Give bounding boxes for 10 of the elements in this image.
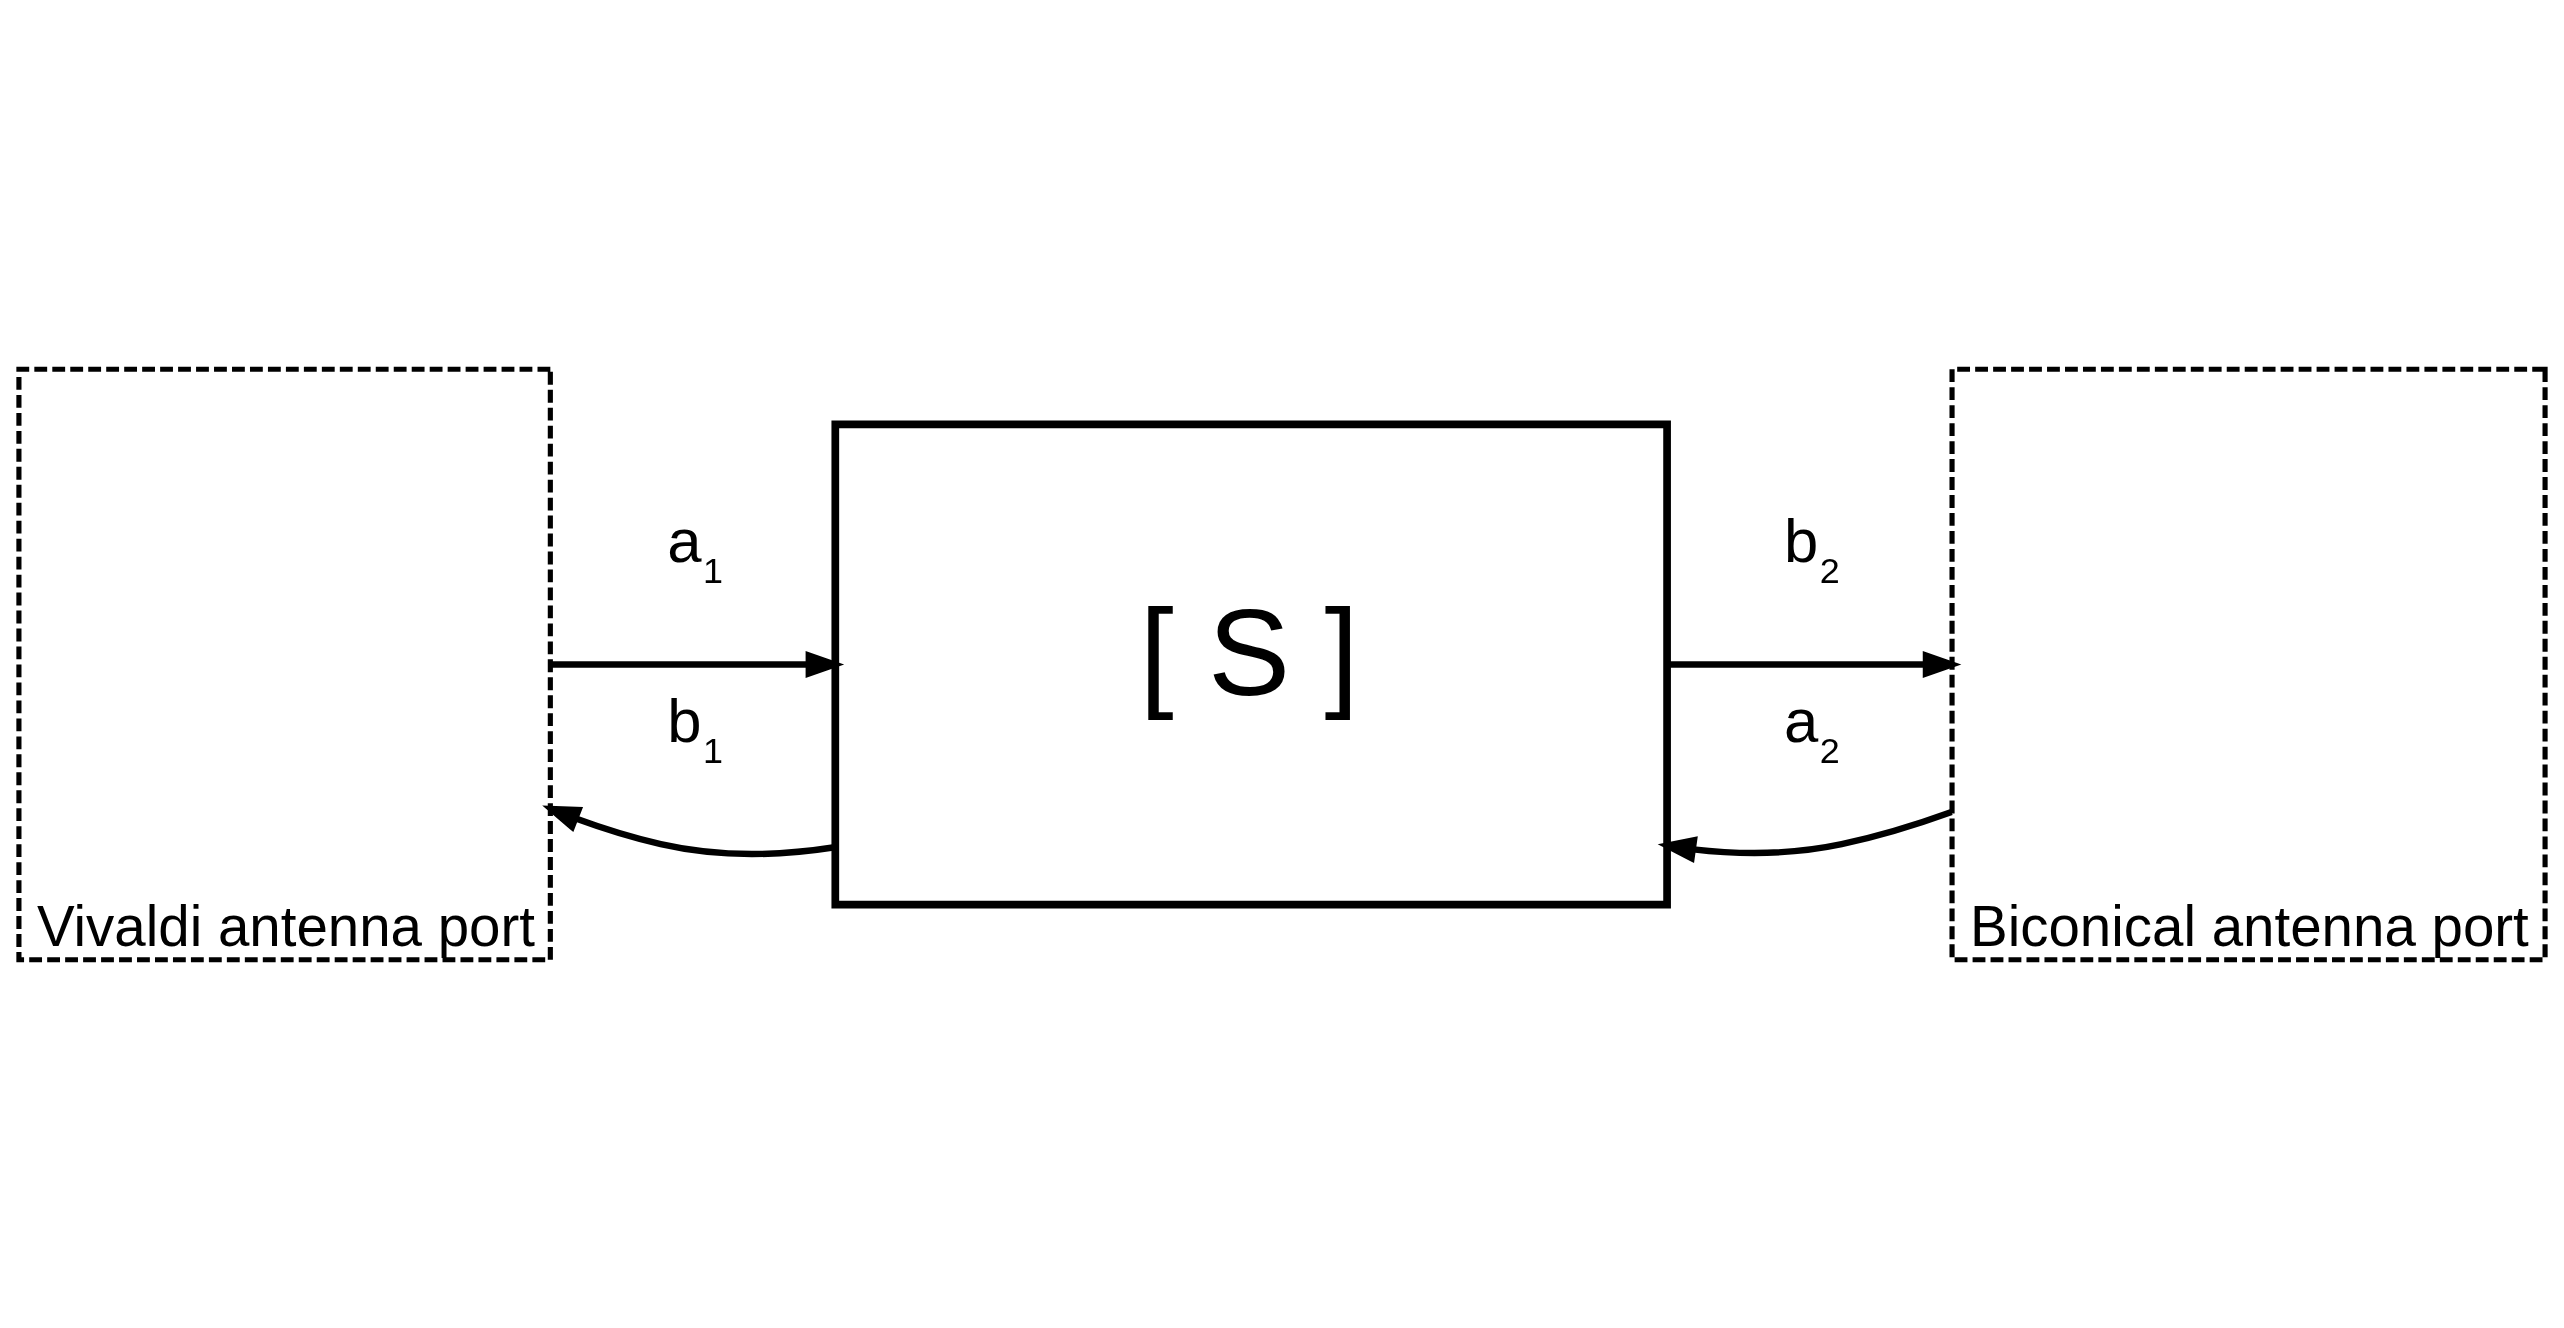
edge-label: b$_{1}$ [667, 685, 724, 771]
arrow [1657, 808, 1953, 863]
edge-label: a$_{1}$ [667, 505, 724, 591]
node-box: Biconical antenna port [1949, 366, 2548, 962]
edge-label: b$_{2}$ [1783, 505, 1840, 591]
edge-label: a$_{2}$ [1783, 685, 1840, 771]
node-box: Vivaldi antenna port [16, 366, 553, 962]
arrow [551, 650, 845, 678]
node-box: [ S ] [831, 420, 1671, 908]
arrow [1667, 650, 1962, 678]
